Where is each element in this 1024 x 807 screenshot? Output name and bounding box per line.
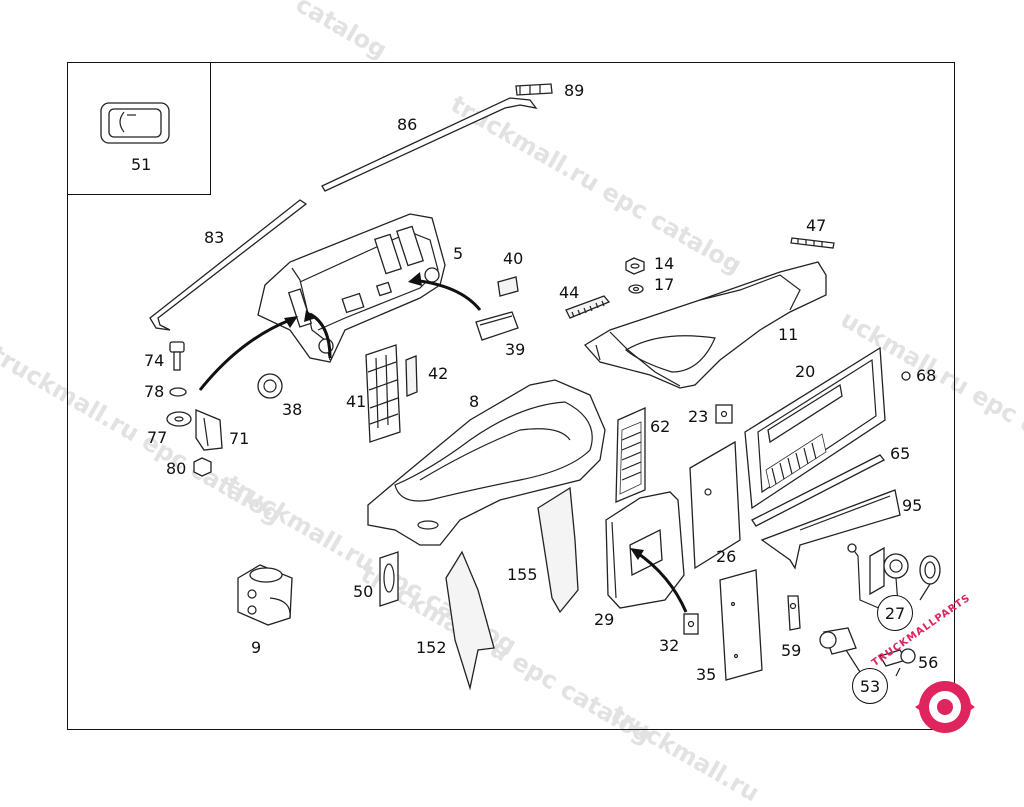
- part-41-grille: [365, 344, 401, 443]
- part-62-grille: [615, 406, 646, 503]
- label-9: 9: [251, 638, 262, 657]
- label-68: 68: [916, 366, 937, 385]
- label-14: 14: [654, 254, 675, 273]
- part-83-trim-strip: [149, 199, 308, 331]
- part-56-key: [879, 648, 916, 677]
- part-80-nut: [193, 457, 212, 477]
- label-89: 89: [564, 81, 585, 100]
- label-83: 83: [204, 228, 225, 247]
- part-11-upper-cover: [583, 261, 827, 389]
- part-78-washer: [169, 387, 187, 397]
- part-44-vent: [565, 295, 611, 319]
- part-77-washer: [166, 411, 192, 427]
- label-20: 20: [795, 362, 816, 381]
- part-59-latch: [787, 595, 801, 631]
- part-155-side-trim: [537, 486, 579, 614]
- parts-drawing: [100, 83, 975, 733]
- part-51-switch: [100, 102, 170, 144]
- part-95-trim-strip: [760, 489, 901, 570]
- label-23: 23: [688, 407, 709, 426]
- part-23-clip: [715, 404, 733, 424]
- label-95: 95: [902, 496, 923, 515]
- label-44: 44: [559, 283, 580, 302]
- label-65: 65: [890, 444, 911, 463]
- label-41: 41: [346, 392, 367, 411]
- leader-arrow: [635, 550, 688, 613]
- part-68-screw: [901, 371, 911, 381]
- part-29-lower-panel: [605, 491, 685, 609]
- label-71: 71: [229, 429, 250, 448]
- label-42: 42: [428, 364, 449, 383]
- label-39: 39: [505, 340, 526, 359]
- label-74: 74: [144, 351, 165, 370]
- part-47-strip: [790, 237, 835, 249]
- label-26: 26: [716, 547, 737, 566]
- part-32-clip: [683, 613, 699, 635]
- part-50-gasket: [379, 551, 399, 607]
- label-86: 86: [397, 115, 418, 134]
- part-74-bolt: [169, 341, 185, 371]
- label-8: 8: [469, 392, 480, 411]
- truckmallparts-logo: [915, 681, 975, 733]
- label-11: 11: [778, 325, 799, 344]
- part-9-bracket: [237, 564, 293, 626]
- label-78: 78: [144, 382, 165, 401]
- label-17: 17: [654, 275, 675, 294]
- label-38: 38: [282, 400, 303, 419]
- part-20-cover-panel: [744, 346, 886, 510]
- part-5-instrument-panel: [257, 213, 446, 363]
- label-77: 77: [147, 428, 168, 447]
- part-65-trim-strip: [751, 454, 886, 527]
- label-53-circled: 53: [852, 668, 888, 704]
- label-27-circled: 27: [877, 595, 913, 631]
- diagram-frame: [67, 62, 955, 730]
- label-5: 5: [453, 244, 464, 263]
- inset-box: [67, 62, 211, 195]
- label-32: 32: [659, 636, 680, 655]
- label-27: 27: [884, 603, 906, 623]
- part-42-plate: [405, 355, 418, 397]
- part-86-trim-strip: [321, 97, 538, 192]
- part-27-lock-set: [847, 543, 941, 613]
- label-56: 56: [918, 653, 939, 672]
- label-47: 47: [806, 216, 827, 235]
- part-38-grommet: [257, 373, 283, 399]
- part-26-side-panel: [689, 440, 741, 570]
- label-29: 29: [594, 610, 615, 629]
- part-17-washer: [628, 284, 644, 294]
- part-71-bracket: [195, 409, 223, 451]
- label-59: 59: [781, 641, 802, 660]
- part-14-nut: [625, 257, 645, 275]
- label-40: 40: [503, 249, 524, 268]
- label-80: 80: [166, 459, 187, 478]
- label-35: 35: [696, 665, 717, 684]
- part-35-plate: [719, 569, 763, 681]
- label-155: 155: [507, 565, 538, 584]
- part-89-clip: [515, 83, 553, 96]
- leader-arrow: [198, 318, 291, 391]
- part-8-lower-dash: [367, 379, 606, 546]
- part-40-cover: [497, 276, 519, 297]
- label-50: 50: [353, 582, 374, 601]
- part-53-lock-cylinder: [819, 627, 861, 673]
- label-53: 53: [859, 676, 881, 696]
- label-51: 51: [131, 155, 152, 174]
- part-152-side-trim: [445, 550, 495, 691]
- label-62: 62: [650, 417, 671, 436]
- part-39-cover: [475, 311, 519, 341]
- label-152: 152: [416, 638, 447, 657]
